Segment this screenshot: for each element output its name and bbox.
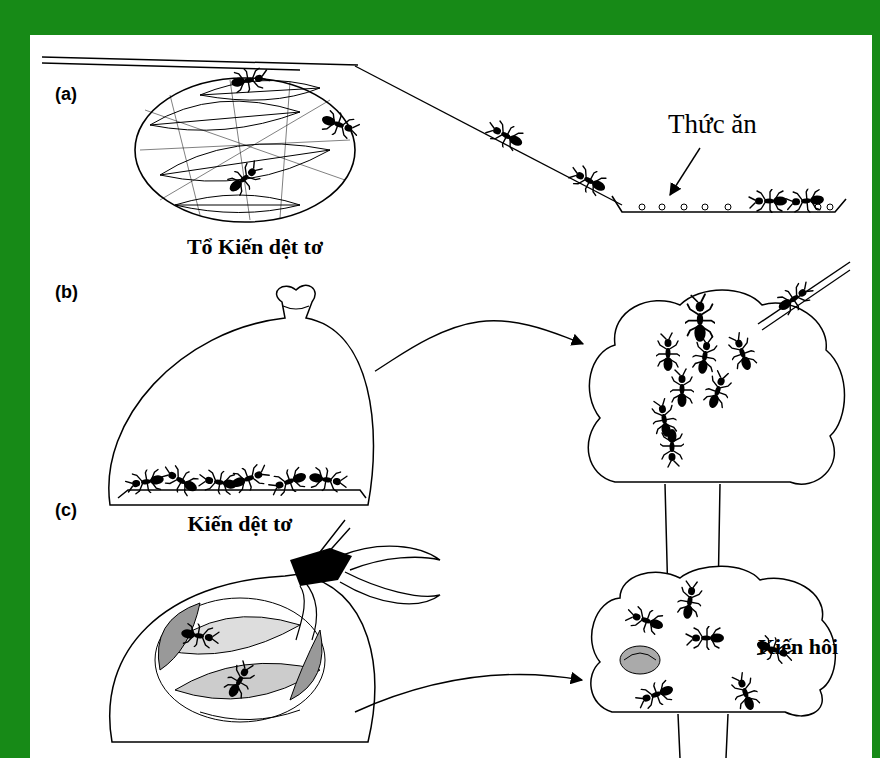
transfer-arrow (355, 674, 582, 712)
leader-line (670, 148, 700, 195)
panel-ground (30, 35, 872, 758)
transfer-arrow (375, 321, 583, 371)
nest-drawing (42, 57, 846, 222)
panel-letter: (c) (55, 500, 77, 522)
panel-letter: (b) (55, 282, 78, 304)
figure-caption: Kiến dệt tơ (187, 511, 292, 537)
panel-letter: (a) (55, 84, 77, 106)
tree-drawing (591, 566, 836, 758)
figure-region: Tổ Kiến dệt tơ (135, 72, 375, 260)
figure-caption: Kiến hôi (758, 634, 838, 660)
figure-region: Kiến hôi (585, 288, 850, 660)
figure-caption: Tổ Kiến dệt tơ (187, 234, 323, 260)
bag-drawing (109, 285, 374, 505)
figure-region: Kiến dệt tơ (105, 282, 375, 537)
callout-label: Thức ăn (668, 108, 757, 140)
nest-bag-drawing (110, 520, 440, 742)
